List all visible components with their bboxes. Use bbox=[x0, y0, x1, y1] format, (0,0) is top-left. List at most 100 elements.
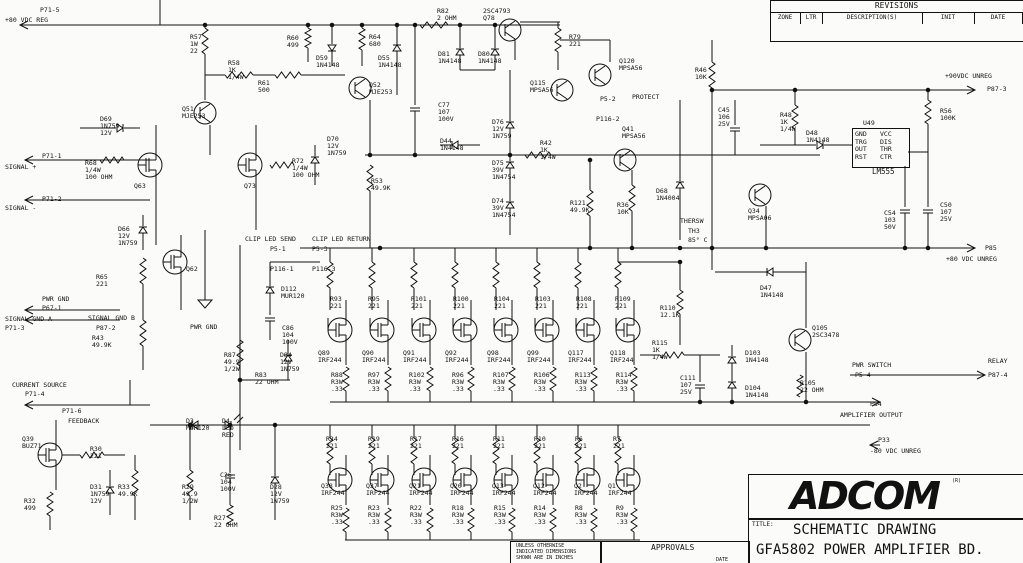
component-value: D48 bbox=[806, 129, 818, 137]
component-value: MPSA56 bbox=[530, 86, 554, 94]
mosfet-symbol bbox=[452, 317, 478, 343]
resistor-symbol bbox=[590, 507, 598, 533]
net-clip-send: CLIP LED SEND bbox=[245, 235, 296, 243]
component-value: C86 bbox=[282, 324, 294, 332]
net-p116-1: P116-1 bbox=[270, 265, 294, 273]
revisions-column-header: DESCRIPTION(S) bbox=[822, 12, 923, 24]
diode-symbol bbox=[766, 267, 774, 277]
component-value: R113 bbox=[575, 371, 591, 379]
pin-label: THR bbox=[880, 145, 892, 153]
net-p71-6: P71-6 bbox=[62, 407, 82, 415]
component-value: R102 bbox=[409, 371, 425, 379]
resistor-symbol bbox=[508, 366, 516, 392]
component-value: 221 bbox=[569, 40, 581, 48]
component-value: 12V bbox=[118, 232, 130, 240]
component-value: 100V bbox=[438, 115, 454, 123]
approvals-title: APPROVALS bbox=[651, 543, 695, 552]
component-value: 12V bbox=[327, 142, 339, 150]
component-value: 1/2W bbox=[224, 365, 240, 373]
component-value: 104 bbox=[220, 478, 232, 486]
component-value: 39V bbox=[492, 166, 504, 174]
component-value: .33 bbox=[410, 518, 422, 526]
component-value: R10 bbox=[534, 435, 546, 443]
net-p5-2: P5-2 bbox=[600, 95, 616, 103]
net-signal-pos: SIGNAL + bbox=[5, 163, 37, 171]
component-value: IRF244 bbox=[487, 356, 511, 364]
date-label: DATE bbox=[716, 557, 729, 563]
component-value: 25V bbox=[718, 120, 730, 128]
net-feedback: FEEDBACK bbox=[68, 417, 100, 425]
component-value: 1N759 bbox=[327, 149, 347, 157]
component-value: IRF244 bbox=[366, 489, 390, 497]
component-value: C26 bbox=[220, 471, 232, 479]
component-value: 1K bbox=[228, 66, 236, 74]
component-value: 1/2W bbox=[182, 497, 198, 505]
component-value: 22 OHM bbox=[214, 521, 238, 529]
component-value: R108 bbox=[576, 295, 592, 303]
wire bbox=[23, 195, 34, 205]
diode-symbol bbox=[727, 356, 737, 364]
component-value: Q62 bbox=[186, 265, 198, 273]
revisions-column-header: DATE bbox=[974, 12, 1023, 24]
net-p71-2: P71-2 bbox=[42, 195, 62, 203]
component-value: MUR120 bbox=[186, 424, 210, 432]
component-value: R3W bbox=[452, 378, 464, 386]
mosfet-symbol bbox=[369, 467, 395, 493]
mosfet-symbol bbox=[411, 467, 437, 493]
junction-dot bbox=[305, 22, 311, 28]
notes-line: SHOWN ARE IN INCHES bbox=[516, 555, 574, 561]
u49-pins-right: VCC DIS THR CTR bbox=[880, 130, 892, 161]
component-value: Q115 bbox=[530, 79, 546, 87]
component-value: R72 bbox=[292, 157, 304, 165]
component-value: R3W bbox=[575, 511, 587, 519]
component-value: 1/4W bbox=[652, 353, 668, 361]
resistor-symbol bbox=[451, 261, 459, 289]
component-value: R79 bbox=[569, 33, 581, 41]
junction-dot bbox=[587, 245, 593, 251]
mosfet-symbol bbox=[327, 317, 353, 343]
component-value: C45 bbox=[718, 106, 730, 114]
mosfet-symbol bbox=[575, 317, 601, 343]
u49-chip bbox=[852, 128, 910, 168]
component-value: R3W bbox=[493, 378, 505, 386]
component-value: D70 bbox=[327, 135, 339, 143]
component-value: R9 bbox=[616, 504, 624, 512]
component-value: 49.9 bbox=[224, 358, 240, 366]
notes-line: UNLESS OTHERWISE bbox=[516, 543, 565, 549]
component-value: D4 bbox=[222, 417, 230, 425]
component-value: 12.1K bbox=[660, 311, 680, 319]
component-value: 221 bbox=[493, 442, 505, 450]
junction-dot bbox=[925, 87, 931, 93]
component-value: C77 bbox=[438, 101, 450, 109]
component-value: 221 bbox=[535, 302, 547, 310]
component-value: .33 bbox=[452, 385, 464, 393]
wire bbox=[504, 20, 516, 29]
component-value: 49.9 bbox=[182, 490, 198, 498]
drawing-title-line1: SCHEMATIC DRAWING bbox=[793, 522, 937, 538]
component-value: D69 bbox=[100, 115, 112, 123]
resistor-symbol bbox=[426, 507, 434, 533]
junction-dot bbox=[587, 157, 593, 163]
junction-dot bbox=[367, 152, 373, 158]
component-value: 221 bbox=[411, 302, 423, 310]
component-value: R7 bbox=[613, 435, 621, 443]
component-value: R25 bbox=[331, 504, 343, 512]
component-value: 1/4W bbox=[228, 73, 244, 81]
